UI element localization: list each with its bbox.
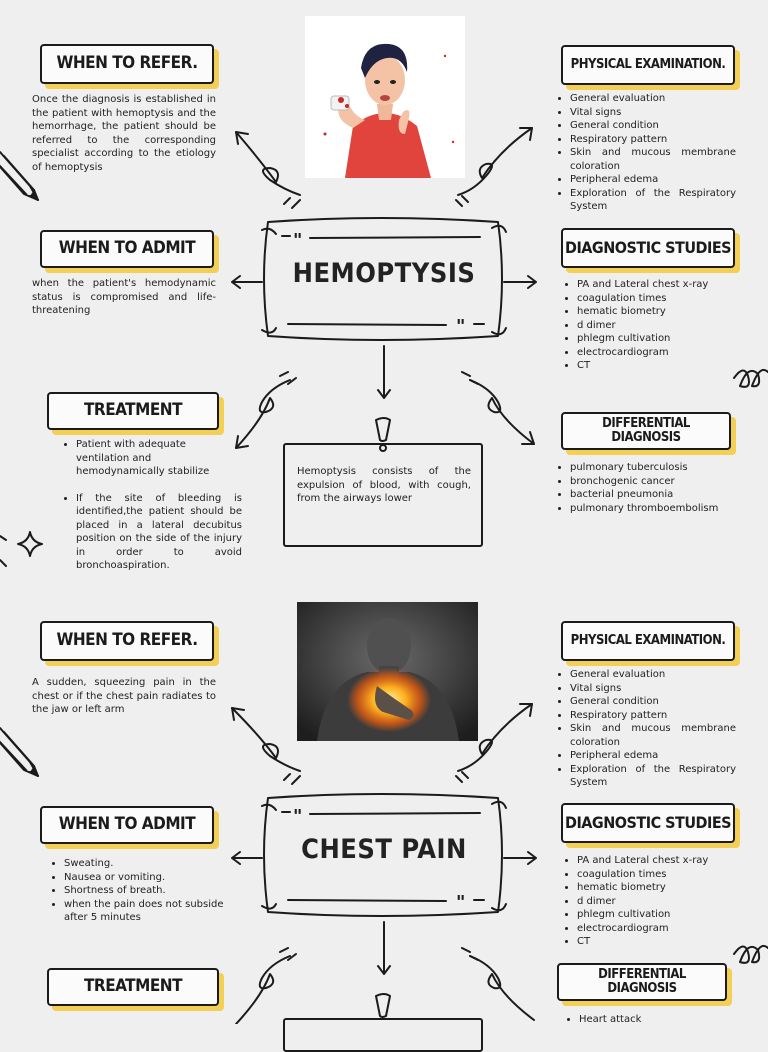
- studies-item: coagulation times: [577, 868, 743, 882]
- studies-item: electrocardiogram: [577, 922, 743, 936]
- exam-list: General evaluation Vital signs General c…: [556, 668, 736, 790]
- exam-item: Peripheral edema: [570, 749, 736, 763]
- exam-item: Respiratory pattern: [570, 133, 736, 147]
- svg-text:": ": [293, 806, 302, 827]
- chest-pain-illustration: [297, 602, 478, 741]
- treatment-label: TREATMENT: [47, 392, 219, 430]
- svg-text:": ": [293, 230, 302, 251]
- studies-item: CT: [577, 359, 743, 373]
- refer-label: WHEN TO REFER.: [40, 44, 214, 84]
- exam-item: Respiratory pattern: [570, 709, 736, 723]
- exam-item: General condition: [570, 695, 736, 709]
- studies-item: d dimer: [577, 319, 743, 333]
- svg-text:": ": [456, 892, 465, 913]
- exam-label: PHYSICAL EXAMINATION.: [561, 45, 735, 85]
- exam-item: Skin and mucous membrane coloration: [570, 146, 736, 173]
- admit-item: when the pain does not subside after 5 m…: [64, 898, 240, 925]
- treatment-label: TREATMENT: [47, 968, 219, 1006]
- definition-box: [283, 1018, 483, 1052]
- treatment-list: Patient with adequate ventilation and he…: [62, 438, 242, 573]
- exam-item: Skin and mucous membrane coloration: [570, 722, 736, 749]
- exam-item: Vital signs: [570, 106, 736, 120]
- differential-item: bronchogenic cancer: [570, 475, 746, 489]
- refer-text: A sudden, squeezing pain in the chest or…: [32, 677, 216, 715]
- studies-list: PA and Lateral chest x-ray coagulation t…: [563, 854, 743, 949]
- exam-item: General evaluation: [570, 668, 736, 682]
- admit-label: WHEN TO ADMIT: [40, 806, 214, 844]
- admit-item: Sweating.: [64, 857, 240, 871]
- coughing-man-illustration: [305, 16, 465, 178]
- refer-text: Once the diagnosis is established in the…: [32, 94, 216, 173]
- differential-label: DIFFERENTIAL DIAGNOSIS: [561, 412, 731, 450]
- treatment-item: Patient with adequate ventilation and he…: [76, 438, 242, 479]
- treatment-item: If the site of bleeding is identified,th…: [76, 492, 242, 573]
- studies-item: phlegm cultivation: [577, 332, 743, 346]
- differential-item: pulmonary thromboembolism: [570, 502, 746, 516]
- differential-item: bacterial pneumonia: [570, 488, 746, 502]
- studies-item: phlegm cultivation: [577, 908, 743, 922]
- exam-label: PHYSICAL EXAMINATION.: [561, 621, 735, 661]
- differential-item: pulmonary tuberculosis: [570, 461, 746, 475]
- admit-text: when the patient's hemodynamic status is…: [32, 278, 216, 316]
- exam-item: Vital signs: [570, 682, 736, 696]
- page-title-hemoptysis: HEMOPTYSIS: [292, 258, 476, 289]
- studies-item: d dimer: [577, 895, 743, 909]
- studies-item: hematic biometry: [577, 881, 743, 895]
- studies-item: coagulation times: [577, 292, 743, 306]
- definition-text: Hemoptysis consists of the expulsion of …: [297, 466, 471, 504]
- pencil-icon: [0, 727, 39, 777]
- exam-item: Exploration of the Respiratory System: [570, 187, 736, 214]
- exam-item: General evaluation: [570, 92, 736, 106]
- studies-item: hematic biometry: [577, 305, 743, 319]
- differential-label: DIFFERENTIAL DIAGNOSIS: [557, 963, 727, 1001]
- studies-label: DIAGNOSTIC STUDIES: [561, 228, 735, 268]
- admit-item: Nausea or vomiting.: [64, 871, 240, 885]
- exam-item: Peripheral edema: [570, 173, 736, 187]
- studies-item: CT: [577, 935, 743, 949]
- admit-label: WHEN TO ADMIT: [40, 230, 214, 268]
- page-title-chest-pain: CHEST PAIN: [301, 834, 467, 865]
- admit-item: Shortness of breath.: [64, 884, 240, 898]
- exam-item: General condition: [570, 119, 736, 133]
- studies-label: DIAGNOSTIC STUDIES: [561, 803, 735, 843]
- differential-list: pulmonary tuberculosis bronchogenic canc…: [556, 461, 746, 515]
- admit-list: Sweating. Nausea or vomiting. Shortness …: [50, 857, 240, 925]
- studies-item: PA and Lateral chest x-ray: [577, 854, 743, 868]
- studies-item: PA and Lateral chest x-ray: [577, 278, 743, 292]
- exam-list: General evaluation Vital signs General c…: [556, 92, 736, 214]
- refer-label: WHEN TO REFER.: [40, 621, 214, 661]
- svg-text:": ": [456, 316, 465, 337]
- exam-item: Exploration of the Respiratory System: [570, 763, 736, 790]
- definition-box: [283, 443, 483, 547]
- differential-list: Heart attack: [565, 1013, 745, 1027]
- studies-item: electrocardiogram: [577, 346, 743, 360]
- differential-item: Heart attack: [579, 1013, 745, 1027]
- sparkle-icon: [0, 531, 43, 567]
- studies-list: PA and Lateral chest x-ray coagulation t…: [563, 278, 743, 373]
